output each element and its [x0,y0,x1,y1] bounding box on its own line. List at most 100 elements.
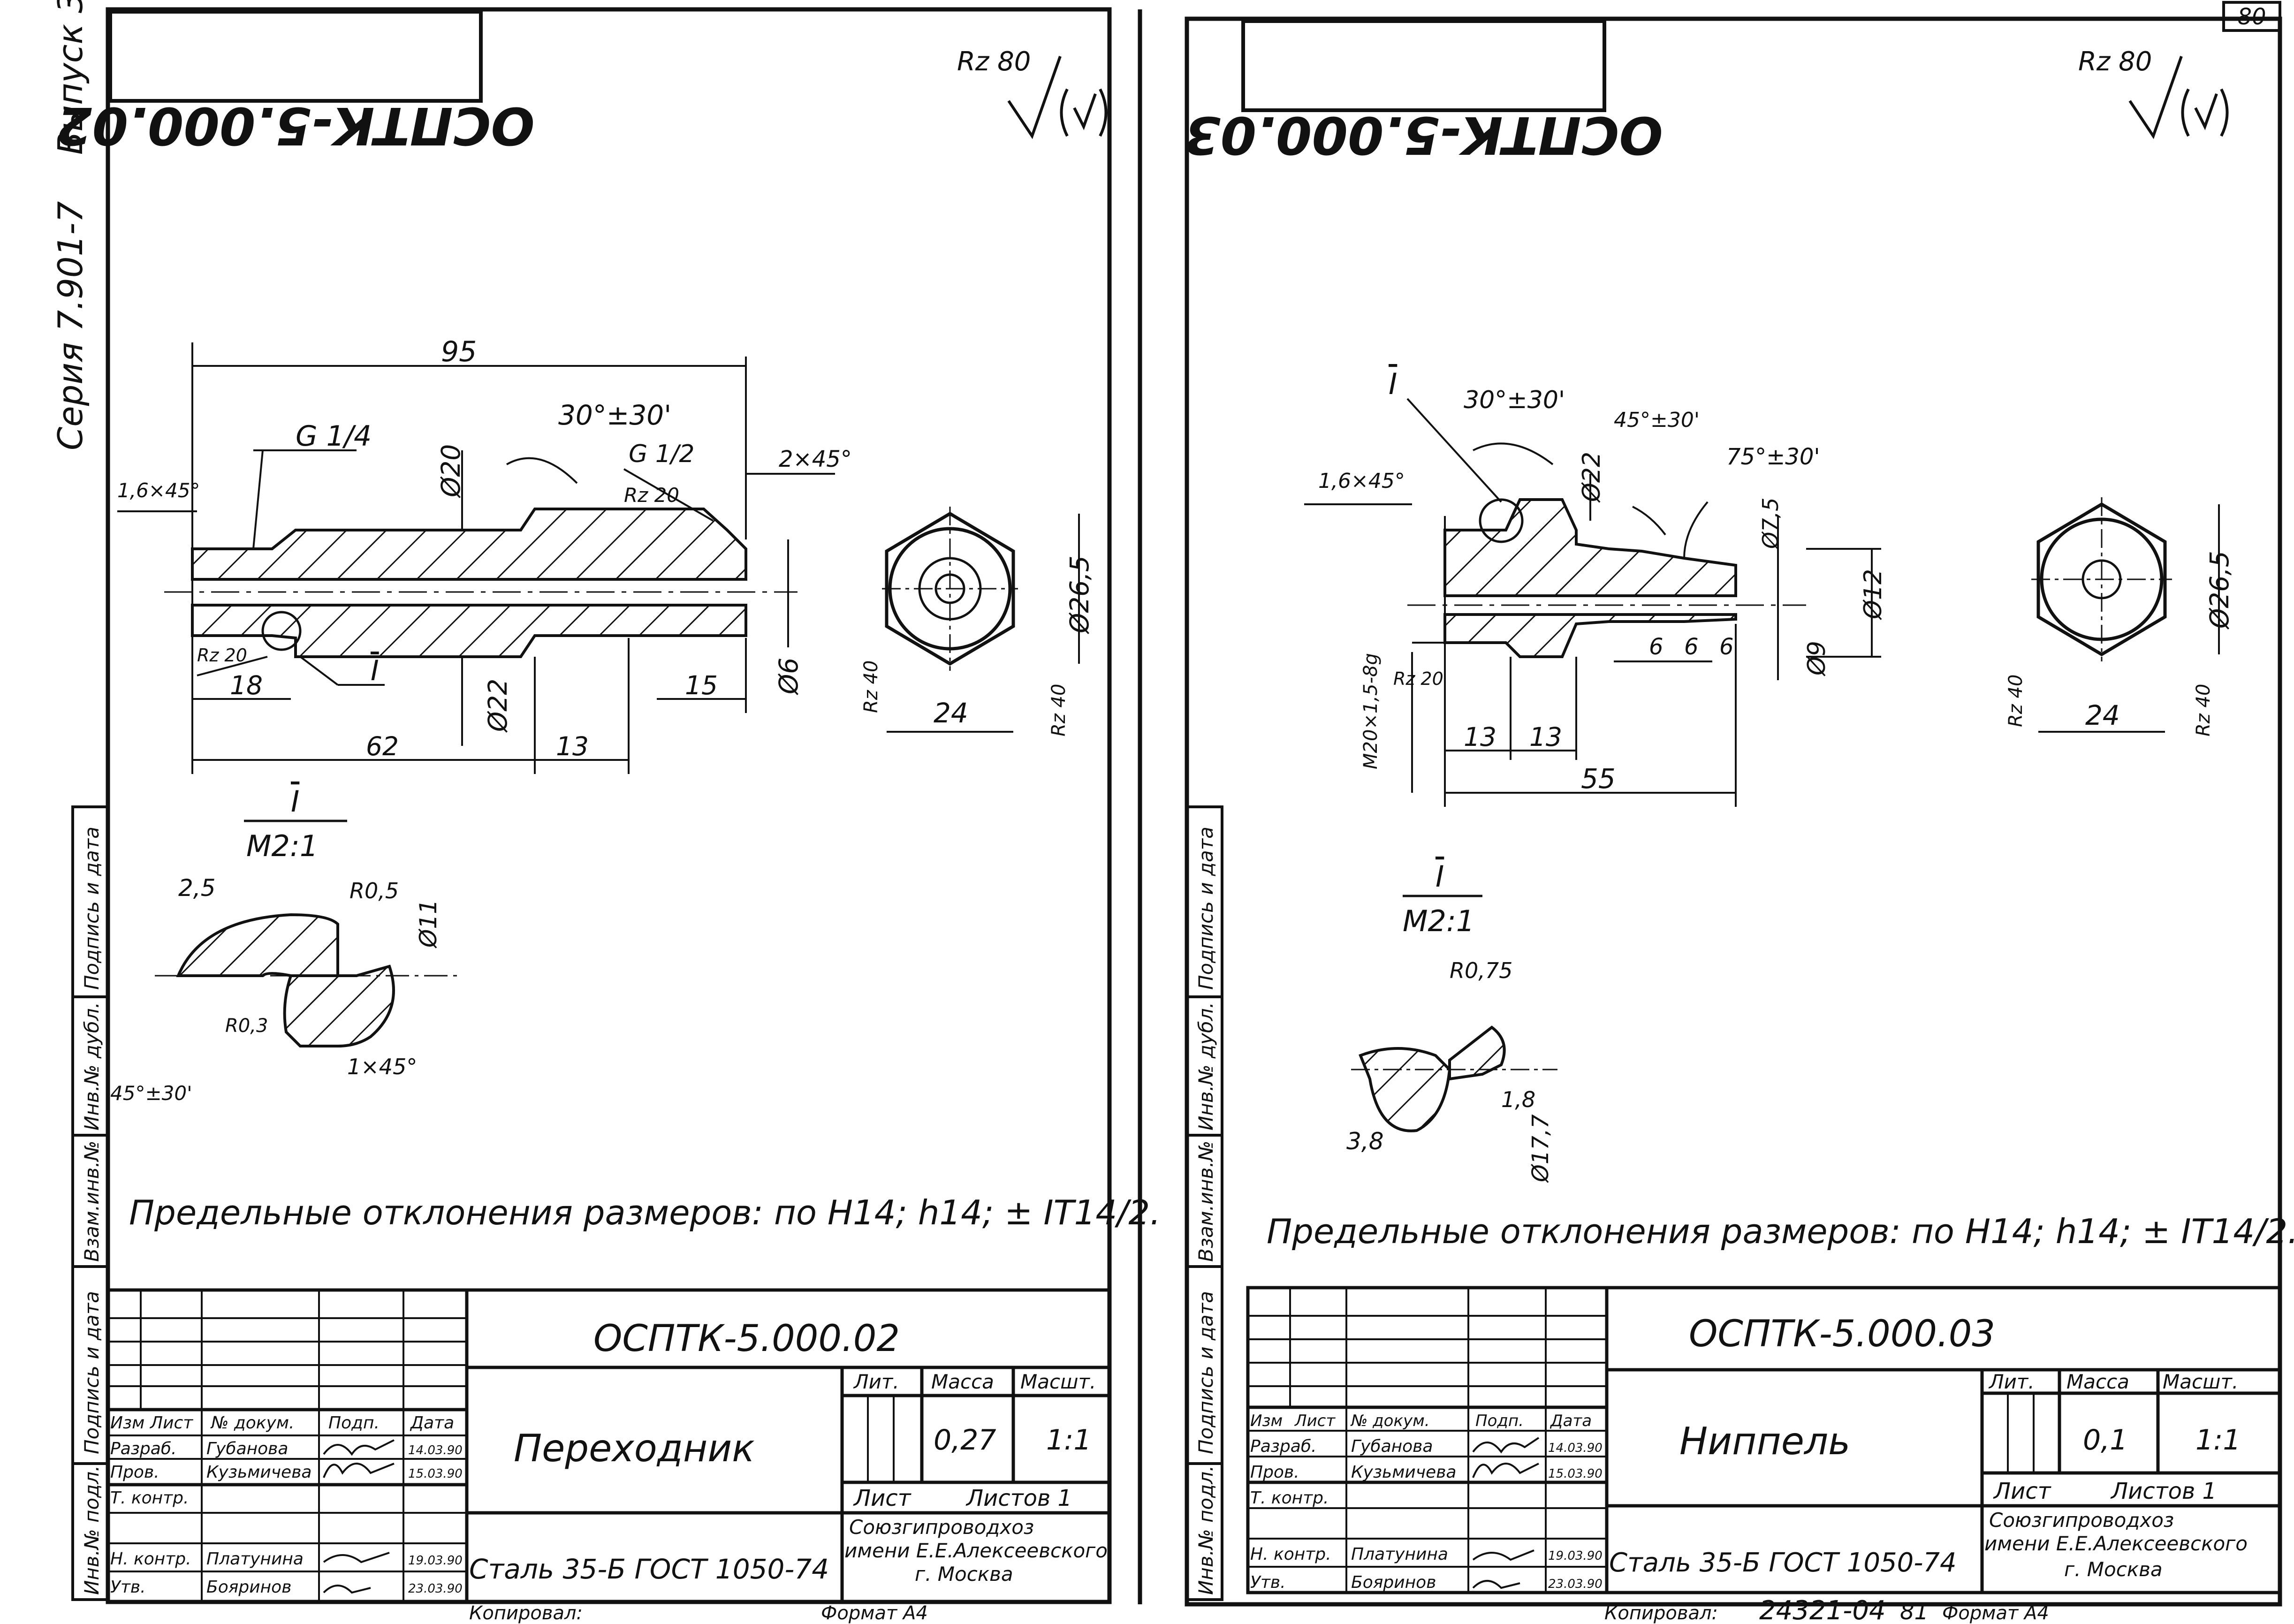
rz40-b: Rz 40 [1048,684,1070,736]
svg-text:Губанова: Губанова [206,1439,288,1458]
r-d75: Ø7,5 [1758,498,1783,550]
right-copied: Копировал: [1604,1602,1718,1624]
svg-text:23.03.90: 23.03.90 [408,1582,463,1596]
svg-text:Утв.: Утв. [110,1578,146,1597]
left-mass: 0,27 [934,1424,996,1457]
svg-text:№ докум.: № докум. [210,1413,294,1433]
r-detail-18: 1,8 [1501,1087,1535,1112]
svg-text:Бояринов: Бояринов [206,1578,291,1597]
svg-text:19.03.90: 19.03.90 [1548,1549,1603,1563]
left-sheet: ОСПТК-5.000.02 Rz 80 [56,10,1161,1624]
dim-d20: Ø20 [436,444,466,498]
right-view-mark: I [1389,367,1397,401]
left-stamp-column: Подпись и дата Инв.№ дубл. Взам.инв.№ По… [71,805,109,1601]
left-hex-view [882,507,1080,733]
svg-text:Платунина: Платунина [206,1549,304,1569]
left-note: Предельные отклонения размеров: по H14; … [129,1193,1161,1232]
left-material: Сталь 35-Б ГОСТ 1050-74 [469,1553,829,1585]
right-note: Предельные отклонения размеров: по H14; … [1267,1212,2294,1251]
stamp-cell-1: Подпись и дата [80,827,103,990]
rz40-a: Rz 40 [860,660,882,713]
svg-text:Инв.№ дубл.: Инв.№ дубл. [1194,1002,1217,1131]
dim-rz20: Rz 20 [624,484,679,507]
svg-text:имени Е.Е.Алексеевского: имени Е.Е.Алексеевского [844,1539,1108,1562]
detail-25: 2,5 [178,874,216,902]
r-d12: Ø12 [1859,569,1887,620]
dim-13: 13 [556,731,589,761]
left-mirror-code: ОСПТК-5.000.02 [56,96,535,156]
detail-angle: 45°±30' [110,1082,192,1105]
left-doc-code: ОСПТК-5.000.02 [593,1318,900,1360]
svg-text:г. Москва: г. Москва [915,1563,1013,1586]
right-mass: 0,1 [2083,1424,2127,1457]
svg-text:Подпись и дата: Подпись и дата [1194,827,1217,990]
svg-text:Подпись и дата: Подпись и дата [1194,1291,1217,1454]
dim-rz20b: Rz 20 [197,645,247,666]
right-sheet: ОСПТК-5.000.03 Rz 80 [1185,19,2294,1624]
right-stamp-column: Подпись и дата Инв.№ дубл. Взам.инв.№ По… [1185,805,1223,1601]
r-rz40b: Rz 40 [2193,684,2214,736]
svg-text:15.03.90: 15.03.90 [1548,1467,1603,1481]
r-angle1: 30°±30' [1464,386,1565,414]
left-signatures [323,1439,395,1594]
r-d22: Ø22 [1578,452,1606,503]
svg-text:Масса: Масса [2066,1370,2129,1393]
svg-text:Разраб.: Разраб. [1250,1437,1316,1456]
svg-text:Листов 1: Листов 1 [965,1485,1072,1511]
hex-d265: Ø26,5 [1064,555,1094,634]
series-label: Серия 7.901-7 [51,201,90,450]
dim-18: 18 [230,670,263,700]
right-mirror-code: ОСПТК-5.000.03 [1185,105,1663,165]
svg-text:Т. контр.: Т. контр. [110,1488,189,1508]
svg-text:Лист: Лист [853,1485,912,1511]
detail-r03: R0,3 [225,1015,268,1037]
svg-text:Бояринов: Бояринов [1351,1573,1436,1592]
svg-text:Союзгипроводхоз: Союзгипроводхоз [1989,1509,2174,1532]
stamp-cell-4: Подпись и дата [80,1291,103,1454]
left-dimensions [117,342,835,774]
r-s6c: 6 [1719,634,1734,660]
svg-text:Инв.№ подл.: Инв.№ подл. [1194,1465,1217,1595]
left-copied: Копировал: [469,1602,583,1624]
svg-text:Губанова: Губанова [1351,1437,1433,1456]
dim-95: 95 [441,335,477,368]
detail-title: I [291,784,299,819]
r-d9: Ø9 [1803,641,1831,676]
right-signatures [1472,1437,1540,1589]
svg-text:Масшт.: Масшт. [2163,1370,2238,1393]
detail-ch1: 1×45° [347,1054,417,1079]
svg-text:Кузьмичева: Кузьмичева [206,1463,311,1482]
page-number-box: 80 [2222,1,2281,32]
left-roughness: Rz 80 [957,46,1031,77]
r-detail-d177: Ø17,7 [1527,1114,1554,1183]
svg-text:Подп.: Подп. [1475,1412,1524,1430]
svg-text:Изм: Изм [110,1413,144,1433]
left-part-name: Переходник [514,1427,755,1470]
svg-text:Пров.: Пров. [1250,1463,1299,1482]
right-dimensions [1304,398,1881,807]
svg-text:Платунина: Платунина [1351,1545,1448,1564]
stamp-cell-2: Инв.№ дубл. [80,1002,103,1131]
svg-text:14.03.90: 14.03.90 [408,1443,463,1457]
r-detail-38: 3,8 [1346,1128,1384,1155]
r-detail-title: I [1436,859,1444,894]
dim-d22: Ø22 [483,679,513,733]
svg-text:Взам.инв.№: Взам.инв.№ [1194,1141,1217,1262]
right-material: Сталь 35-Б ГОСТ 1050-74 [1609,1548,1957,1578]
r-s6a: 6 [1649,634,1664,660]
svg-text:Листов 1: Листов 1 [2110,1478,2217,1504]
issue-label: Выпуск 3 [51,0,90,155]
r-hex-d265: Ø26,5 [2204,551,2234,630]
detail-r05: R0,5 [349,878,399,903]
right-copy-no: 24321-04 [1759,1595,1886,1624]
dim-15: 15 [685,670,718,700]
view-mark: I [371,654,379,687]
svg-text:Разраб.: Разраб. [110,1439,176,1458]
left-title-block [106,1288,1111,1604]
stamp-cell-5: Инв.№ подл. [80,1465,103,1595]
svg-text:Масса: Масса [931,1370,994,1393]
r-chamfer: 1,6×45° [1318,469,1405,493]
svg-text:Т. контр.: Т. контр. [1250,1488,1329,1508]
detail-scale: М2:1 [246,829,318,863]
r-angle2: 45°±30' [1614,408,1700,432]
